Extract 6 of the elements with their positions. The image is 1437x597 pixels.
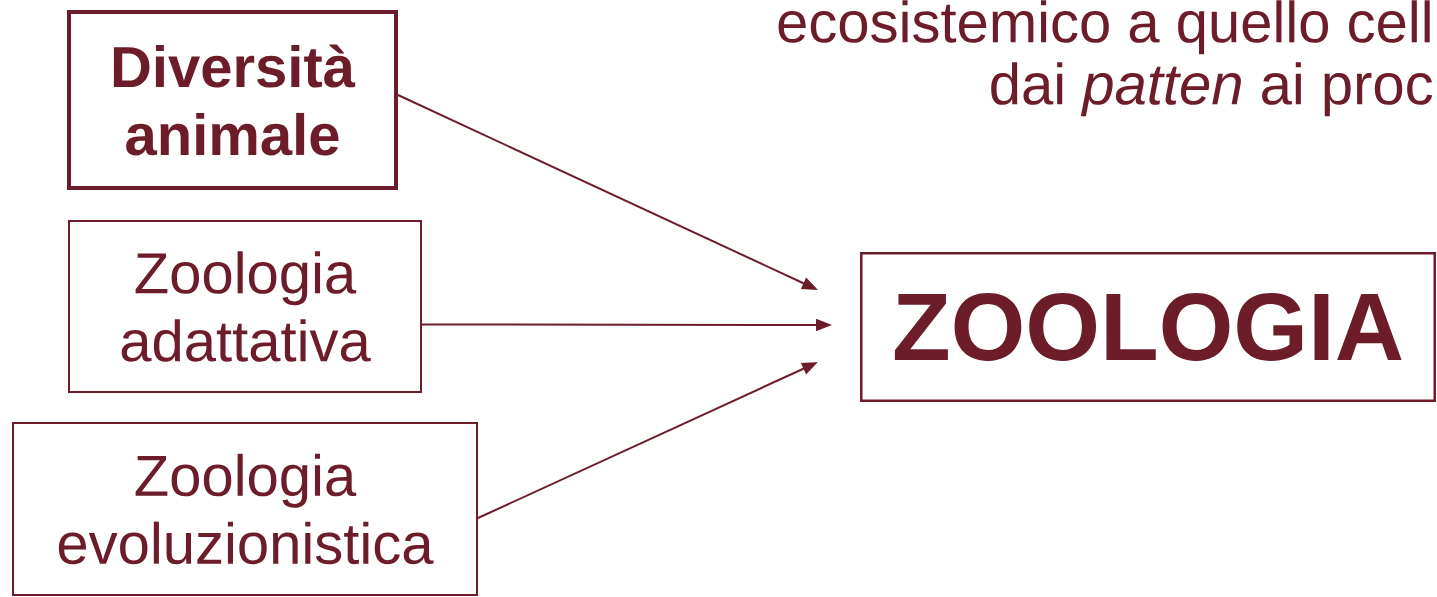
topic-box: Zoologia adattativa [68,220,422,393]
topic-box: Zoologia evoluzionistica [12,422,478,596]
main-box: ZOOLOGIA [860,252,1436,402]
title-box: Diversità animale [67,10,398,190]
heading-text: dai patten ai proc [991,62,1433,117]
heading-text: ecosistemico a quello cell [778,0,1430,55]
